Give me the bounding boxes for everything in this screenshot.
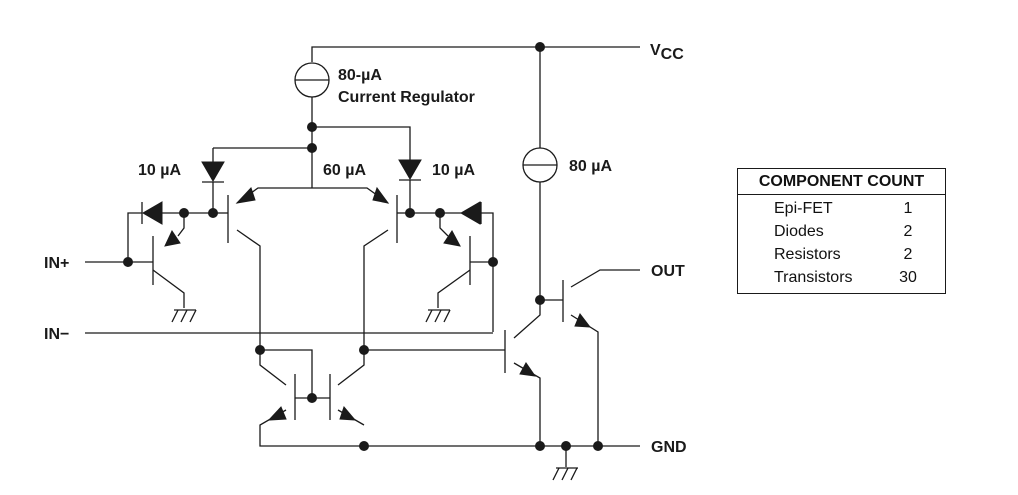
input-stage-left bbox=[85, 201, 213, 308]
component-row: Transistors 30 bbox=[738, 266, 945, 289]
regulator-current-label: 80-µA bbox=[338, 67, 382, 84]
left-diode-current-label: 10 µA bbox=[138, 162, 181, 179]
component-label: Diodes bbox=[774, 223, 824, 240]
component-label: Resistors bbox=[774, 246, 841, 263]
component-row: Diodes 2 bbox=[738, 220, 945, 243]
component-count-table: COMPONENT COUNT Epi-FET 1 Diodes 2 Resis… bbox=[737, 168, 946, 294]
regulator-name-label: Current Regulator bbox=[338, 89, 475, 106]
component-count-title: COMPONENT COUNT bbox=[738, 169, 945, 195]
output-current-source-80ua bbox=[522, 147, 558, 305]
in-minus-label: IN− bbox=[44, 326, 69, 343]
vcc-label-sub: CC bbox=[661, 46, 685, 63]
component-count: 30 bbox=[899, 269, 917, 286]
output-transistor-driver bbox=[504, 300, 541, 446]
component-count: 2 bbox=[903, 223, 913, 240]
vcc-rail bbox=[311, 42, 640, 150]
input-transistor-left bbox=[213, 187, 312, 350]
ground-symbol-left bbox=[171, 309, 197, 323]
vcc-label-main: V bbox=[650, 42, 661, 59]
component-label: Transistors bbox=[774, 269, 853, 286]
component-count-body: Epi-FET 1 Diodes 2 Resistors 2 Transisto… bbox=[738, 195, 945, 293]
center-current-label: 60 µA bbox=[323, 162, 366, 179]
component-count: 2 bbox=[903, 246, 913, 263]
component-count: 1 bbox=[903, 200, 913, 217]
right-diode-current-label: 10 µA bbox=[432, 162, 475, 179]
current-mirror bbox=[255, 345, 505, 451]
diode-left-top bbox=[201, 148, 225, 218]
current-regulator-80ua bbox=[213, 62, 411, 188]
input-stage-right bbox=[85, 201, 498, 334]
output-source-current-label: 80 µA bbox=[569, 158, 612, 175]
vcc-label: VCC bbox=[650, 42, 684, 63]
component-label: Epi-FET bbox=[774, 200, 833, 217]
in-plus-label: IN+ bbox=[44, 255, 69, 272]
input-transistor-right bbox=[312, 186, 410, 350]
component-row: Resistors 2 bbox=[738, 243, 945, 266]
gnd-rail bbox=[364, 441, 640, 481]
ground-symbol-right bbox=[425, 309, 451, 323]
diode-right-top bbox=[398, 153, 422, 218]
out-label: OUT bbox=[651, 263, 685, 280]
component-row: Epi-FET 1 bbox=[738, 197, 945, 220]
output-transistor bbox=[540, 269, 640, 446]
gnd-label: GND bbox=[651, 439, 687, 456]
